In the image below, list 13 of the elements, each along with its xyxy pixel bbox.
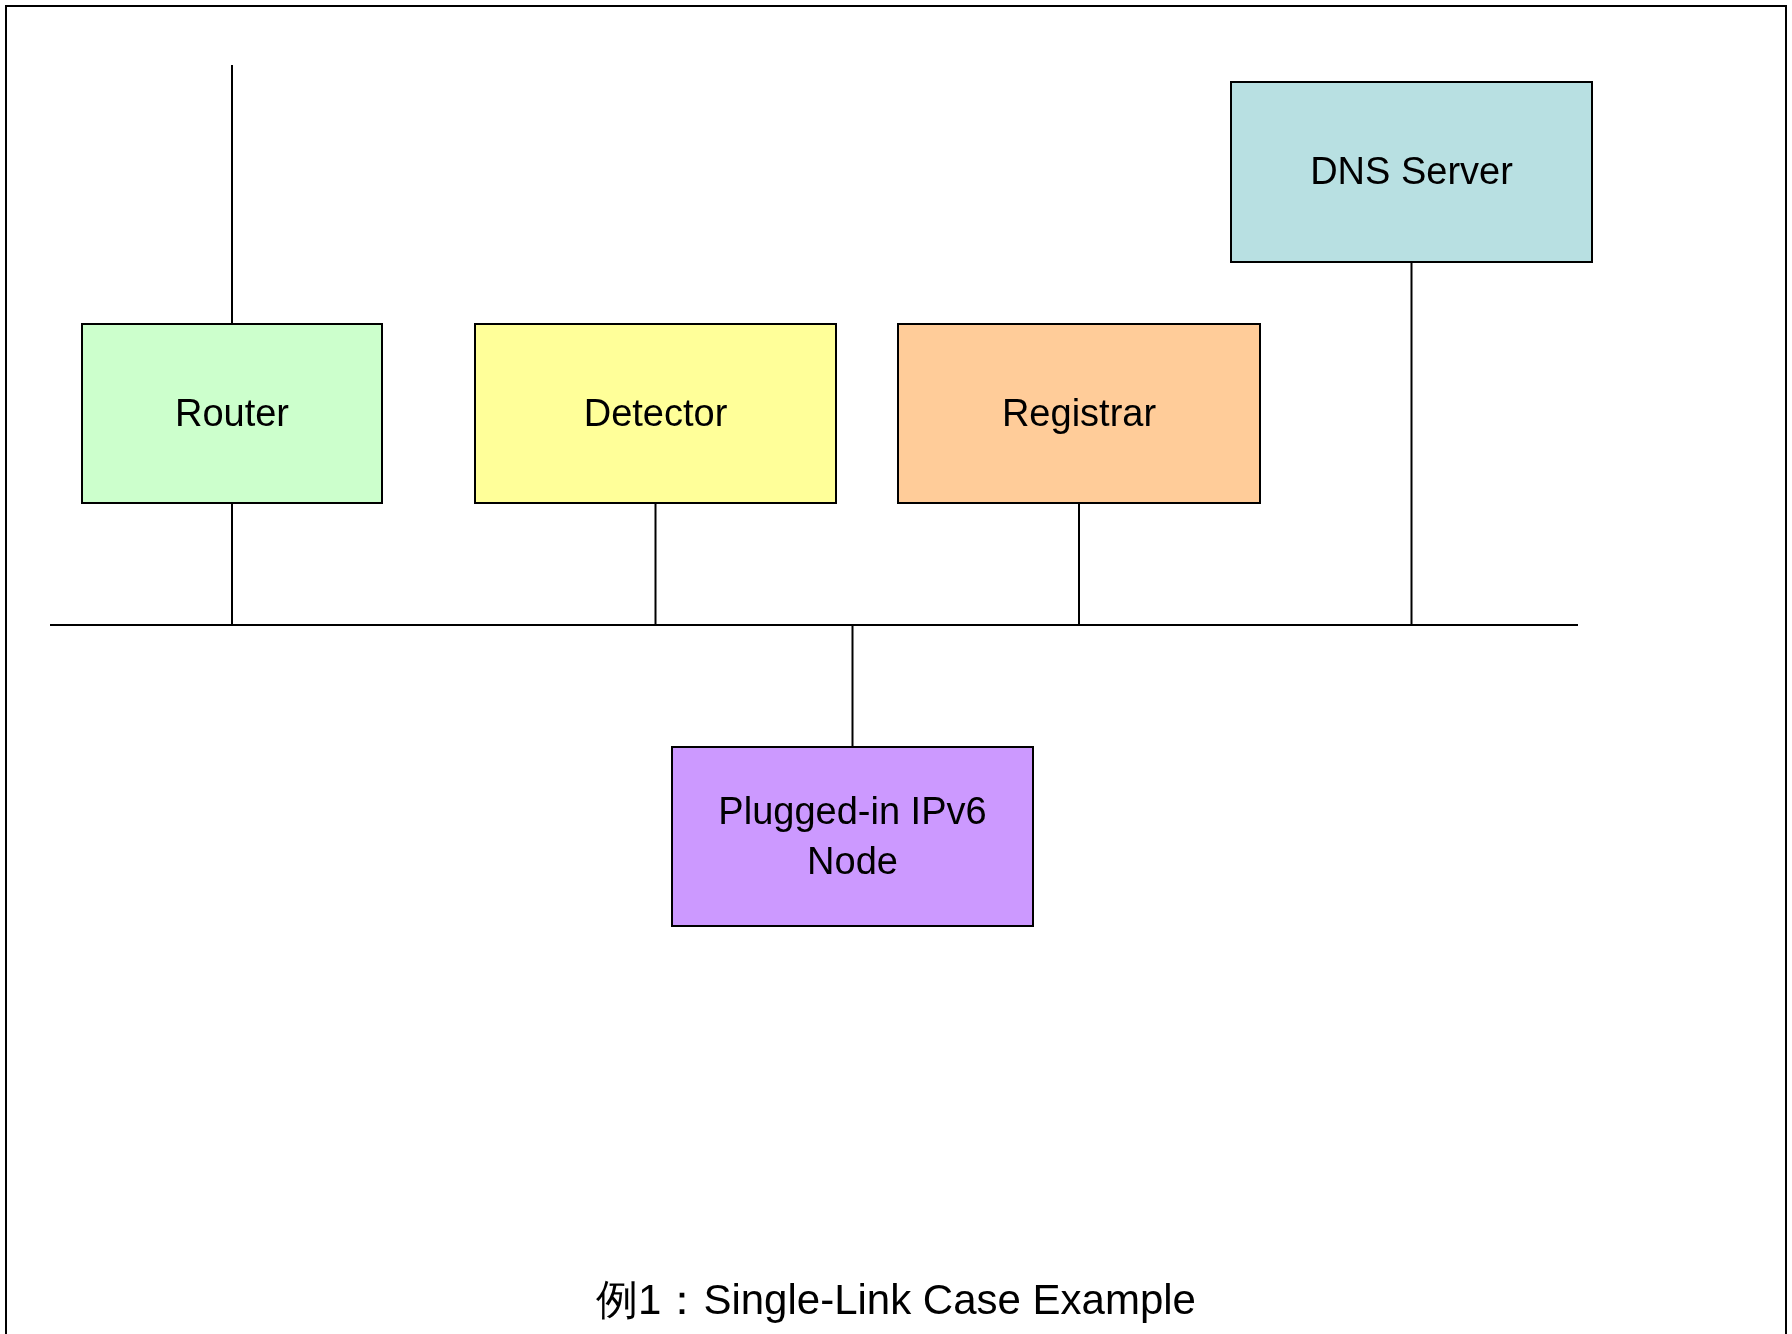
device-box: Detector — [474, 323, 837, 504]
connector-line — [1410, 262, 1413, 626]
connector-line — [851, 624, 854, 747]
device-box: DNS Server — [1230, 81, 1593, 263]
connector-line — [231, 64, 233, 324]
connector-line — [231, 503, 233, 626]
network-bus-line — [50, 624, 1578, 626]
device-box: Router — [81, 323, 383, 504]
connector-line — [1078, 503, 1080, 626]
device-box: Registrar — [897, 323, 1261, 504]
figure-caption: 例1：Single-Link Case Example — [596, 1275, 1196, 1325]
connector-line — [654, 503, 657, 626]
device-box: Plugged-in IPv6 Node — [671, 746, 1034, 927]
